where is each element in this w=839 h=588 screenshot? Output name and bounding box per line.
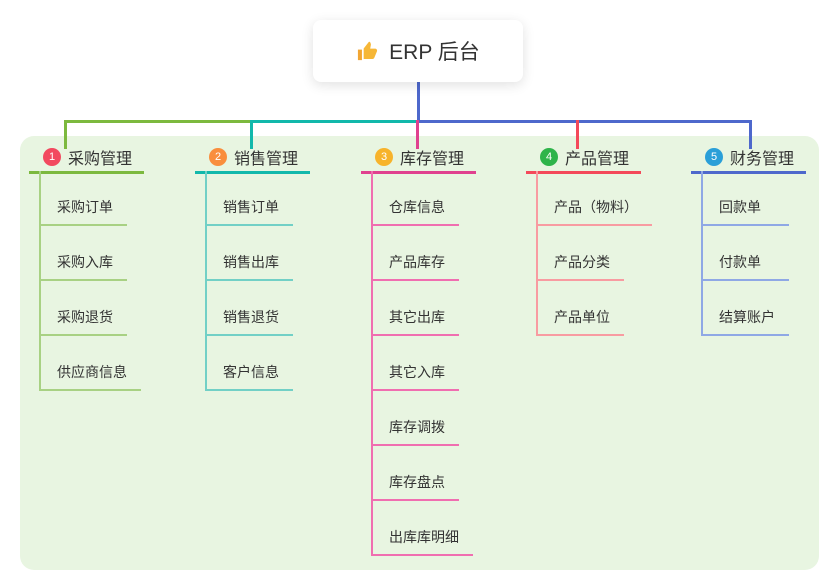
child-item[interactable]: 采购入库 (39, 226, 179, 281)
branch-purchase: 1 采购管理 采购订单 采购入库 采购退货 供应商信息 (29, 148, 179, 391)
connector-root-drop (417, 82, 420, 121)
child-item[interactable]: 采购退货 (39, 281, 179, 336)
children-connector-line (39, 171, 41, 391)
connector-drop-finance (749, 120, 752, 149)
child-item[interactable]: 回款单 (701, 171, 839, 226)
root-node[interactable]: ERP 后台 (313, 20, 523, 82)
child-item[interactable]: 采购订单 (39, 171, 179, 226)
branch-finance: 5 财务管理 回款单 付款单 结算账户 (691, 148, 839, 336)
child-item[interactable]: 付款单 (701, 226, 839, 281)
child-item[interactable]: 其它入库 (371, 336, 511, 391)
child-item[interactable]: 出库库明细 (371, 501, 511, 556)
branch-title: 销售管理 (234, 151, 299, 168)
branch-badge: 1 (43, 148, 61, 166)
child-item[interactable]: 产品（物料） (536, 171, 676, 226)
branch-children: 采购订单 采购入库 采购退货 供应商信息 (29, 171, 179, 391)
branch-header-sales[interactable]: 2 销售管理 (195, 148, 310, 174)
child-item[interactable]: 结算账户 (701, 281, 839, 336)
branch-header-inventory[interactable]: 3 库存管理 (361, 148, 476, 174)
branch-title: 产品管理 (565, 151, 630, 168)
child-label: 销售退货 (205, 307, 293, 336)
child-label: 销售出库 (205, 252, 293, 281)
child-item[interactable]: 产品单位 (536, 281, 676, 336)
child-label: 结算账户 (701, 307, 789, 336)
child-label: 产品库存 (371, 252, 459, 281)
child-label: 采购退货 (39, 307, 127, 336)
root-label: ERP 后台 (389, 41, 480, 64)
connector-drop-purchase (64, 120, 67, 149)
child-label: 其它入库 (371, 362, 459, 391)
child-label: 采购订单 (39, 197, 127, 226)
branch-children: 产品（物料） 产品分类 产品单位 (526, 171, 676, 336)
child-label: 库存盘点 (371, 472, 459, 501)
child-item[interactable]: 销售出库 (205, 226, 345, 281)
connector-drop-product (576, 120, 579, 149)
branch-badge: 2 (209, 148, 227, 166)
branch-children: 销售订单 销售出库 销售退货 客户信息 (195, 171, 345, 391)
branch-title: 采购管理 (68, 151, 133, 168)
child-item[interactable]: 供应商信息 (39, 336, 179, 391)
child-label: 库存调拨 (371, 417, 459, 446)
child-item[interactable]: 库存盘点 (371, 446, 511, 501)
child-label: 出库库明细 (371, 527, 473, 556)
branch-header-purchase[interactable]: 1 采购管理 (29, 148, 144, 174)
child-item[interactable]: 产品库存 (371, 226, 511, 281)
child-label: 回款单 (701, 197, 789, 226)
child-label: 客户信息 (205, 362, 293, 391)
child-label: 销售订单 (205, 197, 293, 226)
child-item[interactable]: 销售退货 (205, 281, 345, 336)
children-connector-line (536, 171, 538, 336)
branch-inventory: 3 库存管理 仓库信息 产品库存 其它出库 其它入库 库存调拨 库存盘点 出库库… (361, 148, 511, 556)
branch-children: 仓库信息 产品库存 其它出库 其它入库 库存调拨 库存盘点 出库库明细 (361, 171, 511, 556)
branch-sales: 2 销售管理 销售订单 销售出库 销售退货 客户信息 (195, 148, 345, 391)
child-label: 采购入库 (39, 252, 127, 281)
connector-bus-teal (252, 120, 417, 123)
child-item[interactable]: 销售订单 (205, 171, 345, 226)
branch-title: 财务管理 (730, 151, 795, 168)
branches-panel (20, 136, 819, 570)
connector-drop-inventory (416, 120, 419, 149)
branch-title: 库存管理 (400, 151, 465, 168)
branch-badge: 3 (375, 148, 393, 166)
branch-badge: 5 (705, 148, 723, 166)
child-label: 其它出库 (371, 307, 459, 336)
child-label: 产品（物料） (536, 197, 652, 226)
children-connector-line (371, 171, 373, 556)
connector-bus-green (64, 120, 252, 123)
children-connector-line (701, 171, 703, 336)
connector-bus-blue (417, 120, 752, 123)
child-label: 仓库信息 (371, 197, 459, 226)
branch-badge: 4 (540, 148, 558, 166)
children-connector-line (205, 171, 207, 391)
thumbs-up-icon (356, 40, 379, 63)
branch-header-product[interactable]: 4 产品管理 (526, 148, 641, 174)
branch-header-finance[interactable]: 5 财务管理 (691, 148, 806, 174)
child-item[interactable]: 其它出库 (371, 281, 511, 336)
child-item[interactable]: 产品分类 (536, 226, 676, 281)
branch-children: 回款单 付款单 结算账户 (691, 171, 839, 336)
child-label: 供应商信息 (39, 362, 141, 391)
child-label: 产品单位 (536, 307, 624, 336)
child-label: 产品分类 (536, 252, 624, 281)
connector-drop-sales (250, 120, 253, 149)
child-label: 付款单 (701, 252, 789, 281)
child-item[interactable]: 客户信息 (205, 336, 345, 391)
child-item[interactable]: 库存调拨 (371, 391, 511, 446)
child-item[interactable]: 仓库信息 (371, 171, 511, 226)
branch-product: 4 产品管理 产品（物料） 产品分类 产品单位 (526, 148, 676, 336)
